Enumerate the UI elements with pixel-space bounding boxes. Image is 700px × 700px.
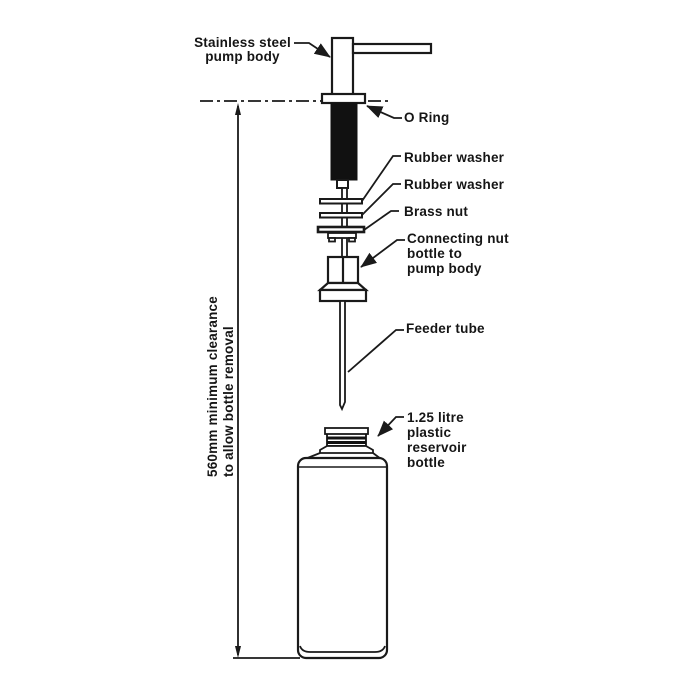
label-rubber-washer-1: Rubber washer xyxy=(404,150,505,165)
label-brass-nut: Brass nut xyxy=(404,204,469,219)
reservoir-bottle xyxy=(296,427,389,660)
leader-rubber-washer-2 xyxy=(361,183,401,216)
bottle-neck-rim xyxy=(324,427,369,435)
dimension-line-560mm xyxy=(233,103,300,659)
rubber-washer-2 xyxy=(319,212,363,219)
brass-nut xyxy=(316,225,366,234)
bottle-inner-bottom xyxy=(299,645,386,653)
shaft-stub xyxy=(336,179,349,189)
leader-rubber-washer-1 xyxy=(361,155,401,202)
leader-feeder-tube xyxy=(347,329,404,373)
label-o-ring: O Ring xyxy=(404,110,450,125)
label-clearance-dimension: 560mm minimum clearance to allow bottle … xyxy=(205,296,236,477)
pump-shaft xyxy=(330,102,358,181)
leader-lines xyxy=(294,42,405,437)
label-rubber-washer-2: Rubber washer xyxy=(404,177,505,192)
leader-brass-nut xyxy=(363,210,399,231)
leader-connecting-nut xyxy=(360,239,405,268)
label-connecting-nut: Connecting nut bottle to pump body xyxy=(407,231,509,276)
leader-o-ring xyxy=(366,105,402,119)
label-feeder-tube: Feeder tube xyxy=(406,321,485,336)
pump-body xyxy=(330,36,355,97)
rubber-washer-1 xyxy=(319,198,363,205)
leader-pump-body xyxy=(294,42,331,58)
leader-bottle xyxy=(377,416,404,437)
connecting-nut xyxy=(317,255,369,303)
feeder-tube xyxy=(339,300,346,412)
pump-flange xyxy=(320,92,367,105)
bottle-neck-base xyxy=(319,445,374,454)
label-stainless-steel-pump-body: Stainless steel pump body xyxy=(194,35,291,64)
bottle-neck-threads xyxy=(326,434,367,448)
bottle-body xyxy=(296,456,389,660)
pump-spout xyxy=(351,42,433,55)
label-reservoir-bottle: 1.25 litre plastic reservoir bottle xyxy=(407,410,467,470)
brass-nut-plate xyxy=(327,232,357,243)
